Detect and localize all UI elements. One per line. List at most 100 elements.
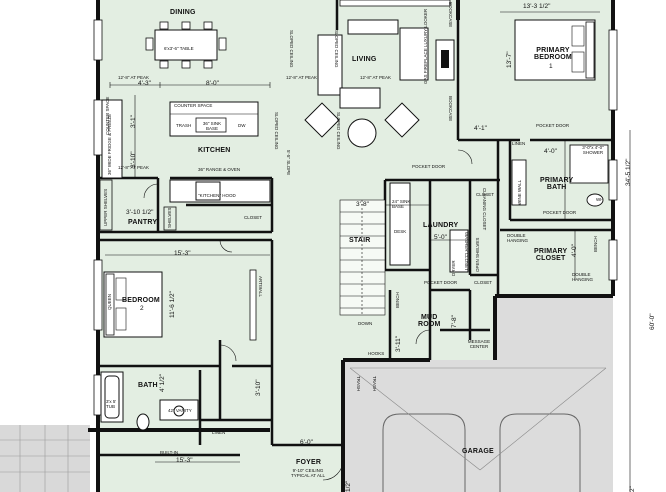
note-sloped-ceiling-4: SLOPED CEILING	[336, 112, 341, 150]
note-linen-2: LINEN	[212, 430, 226, 435]
note-dryer: DRYER	[451, 260, 456, 276]
note-pocket-door-3: POCKET DOOR	[543, 210, 577, 215]
note-fridge: 36" WIDE FRIDGE & FREEZE	[107, 113, 112, 175]
room-label-bath: BATH	[138, 382, 158, 389]
note-gas-fireplace: GAS FIREPLACE LUXURY LOOKER	[423, 8, 428, 84]
exterior-right	[613, 0, 666, 492]
dim-8-0: 8'-0"	[206, 80, 219, 87]
room-label-primary-bath: PRIMARY BATH	[540, 177, 574, 191]
room-number-bedroom2: 2	[140, 305, 144, 312]
dim-3-10: 3'-10"	[130, 151, 137, 168]
room-label-stair: STAIR	[349, 237, 371, 244]
stair	[339, 199, 386, 316]
dim-4-1: 4'-1"	[474, 125, 487, 132]
dim-half-right: 2"	[629, 486, 636, 492]
note-bench-2: BENCH	[395, 292, 400, 308]
note-peak-4: 12'-8" AT PEAK	[118, 165, 150, 170]
note-artwall: ARTWALL	[258, 276, 263, 298]
windows	[93, 0, 618, 416]
note-dining-table: 6'x3'-6" TABLE	[164, 46, 194, 51]
room-label-primary-bedroom: PRIMARY BEDROOM	[534, 47, 572, 61]
dim-34-5: 34'-5 1/2"	[625, 158, 632, 186]
room-label-kitchen: KITCHEN	[198, 147, 231, 154]
dim-3-10-half: 3'-10 1/2"	[126, 209, 154, 216]
note-sink-base: 24" SINK BASE	[392, 199, 411, 209]
dim-primary-width: 13'-3 1/2"	[523, 3, 551, 10]
dim-4-half: 4' 1/2"	[159, 373, 166, 392]
note-vanity: 42" VANITY	[168, 408, 192, 413]
primary-bath-fixtures	[511, 144, 609, 207]
bedroom2-bed	[103, 271, 163, 338]
dim-3-10b: 3'-10"	[255, 379, 262, 396]
patio-paving	[0, 425, 90, 492]
note-built-in: BUILT-IN	[160, 450, 179, 455]
note-shower: 3'-0"x 4'-0" SHOWER	[582, 145, 604, 155]
note-tub: 3'x 5' TUB	[106, 399, 117, 409]
note-slope: 5'-5" SLOPE	[286, 150, 291, 176]
note-peak-3: 12'-8" AT PEAK	[360, 75, 392, 80]
note-sloped-ceiling-3: SLOPED CEILING	[274, 112, 279, 150]
room-label-dining: DINING	[170, 9, 196, 16]
room-label-pantry: PANTRY	[128, 219, 158, 226]
note-bookcase-1: BOOKCASE	[448, 2, 453, 28]
dim-60-0: 60'-0"	[649, 313, 656, 330]
dim-6-0: 6'-0"	[300, 439, 313, 446]
note-foyer-ceiling: 9'-10" CEILING TYPICAL AT ALL	[291, 468, 325, 478]
garage-side	[495, 295, 613, 360]
note-linen-1: LINEN	[512, 141, 526, 146]
note-pocket-door-4: POCKET DOOR	[424, 280, 458, 285]
note-washer: WASHER CLOSET	[464, 232, 469, 271]
room-label-primary-closet: PRIMARY CLOSET	[534, 248, 568, 262]
note-wh: WH	[596, 197, 604, 202]
living-furniture	[304, 19, 429, 148]
laundry-counter	[389, 182, 469, 273]
door-swings	[143, 149, 473, 481]
note-down: DOWN	[358, 321, 373, 326]
note-wine-wall: WINE WALL	[517, 179, 522, 205]
dim-3-1: 3'-1"	[130, 115, 137, 128]
note-sloped-ceiling-1: SLOPED CEILING	[289, 30, 294, 68]
note-upper-shelves: UPPER SHELVES	[103, 188, 108, 226]
dim-4-0a: 4'-0"	[544, 148, 557, 155]
garage-door-right	[499, 413, 581, 492]
artwall-panel	[249, 269, 257, 341]
garage-door-left	[382, 413, 466, 492]
dim-4-3: 4'-3"	[138, 80, 151, 87]
note-closet-pantry: CLOSET	[244, 215, 263, 220]
room-label-foyer: FOYER	[296, 459, 322, 466]
garage-floor	[343, 360, 613, 492]
note-open-shelves: OPEN SHELVES	[475, 237, 480, 272]
fireplace	[435, 39, 455, 81]
note-trash: TRASH	[176, 123, 192, 128]
bath-fixtures	[100, 371, 199, 431]
note-pocket-door-2: POCKET DOOR	[412, 164, 446, 169]
note-bench-1: BENCH	[593, 236, 598, 252]
dim-4-0b: 4'-0"	[571, 244, 578, 257]
note-trash-garage-2: TRASH	[372, 376, 377, 392]
dining-table	[145, 21, 227, 69]
dim-5-0: 5'-0"	[434, 234, 447, 241]
room-label-mud-room: MUD ROOM	[418, 314, 441, 328]
dim-half-garage: 1/2"	[345, 480, 352, 492]
dim-primary-depth: 13'-7"	[506, 51, 513, 68]
note-dw: DW	[238, 123, 246, 128]
note-double-hanging-2: DOUBLE HANGING	[572, 272, 594, 282]
note-desk: DESK	[394, 229, 407, 234]
note-queen: QUEEN	[107, 293, 112, 310]
dim-11-6: 11'-6 1/2"	[169, 291, 176, 318]
dim-3-8: 3'-8"	[356, 201, 369, 208]
pantry-shelves	[99, 179, 177, 231]
note-peak-1: 12'-8" AT PEAK	[118, 75, 150, 80]
dim-3-11: 3'-11"	[395, 335, 402, 352]
dim-7-8: 7'-8"	[451, 315, 458, 328]
note-range: 36" RANGE & OVEN	[198, 167, 241, 172]
note-hooks: HOOKS	[368, 351, 385, 356]
note-trash-garage: TRASH	[356, 376, 361, 392]
note-sink: 36" SINK BASE	[202, 121, 222, 131]
room-label-living: LIVING	[352, 56, 377, 63]
kitchen-island	[169, 101, 259, 137]
dim-15-3: 15'-3"	[174, 250, 191, 257]
note-counter-space: COUNTER SPACE	[174, 103, 213, 108]
foyer-floor	[98, 430, 343, 492]
